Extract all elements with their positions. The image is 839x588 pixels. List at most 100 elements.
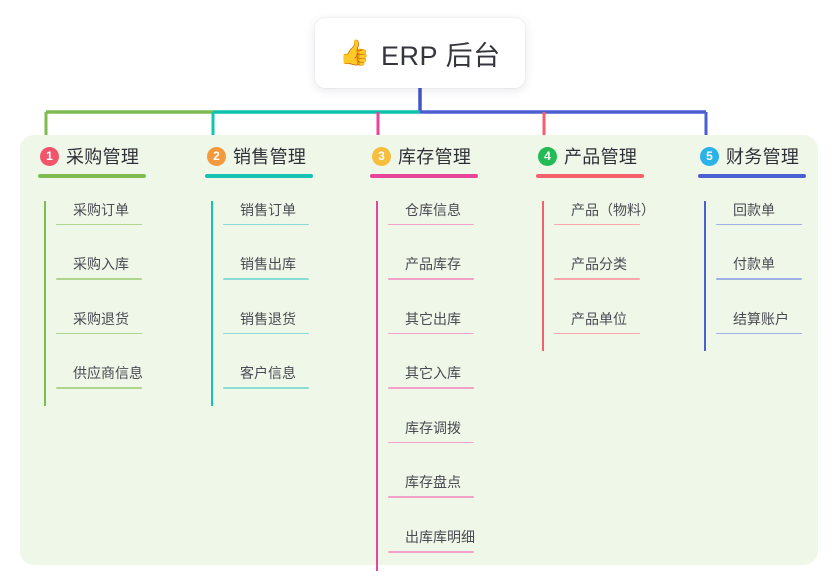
leaf-item-label: 出库库明细 (405, 529, 475, 546)
branch-badge-5: 5 (700, 146, 719, 166)
leaf-item[interactable]: 销售订单 (223, 201, 313, 226)
branch-column-4[interactable]: 4 产品管理产品（物料） 产品分类产品单位 (536, 143, 655, 351)
leaf-item-label: 其它出库 (405, 310, 461, 327)
leaf-item-label: 产品（物料） (571, 201, 655, 218)
branch-column-1[interactable]: 1 采购管理采购订单采购入库采购退货供应商信息 (38, 143, 146, 406)
leaf-item[interactable]: 产品库存 (388, 255, 478, 280)
branch-badge-3: 3 (372, 146, 391, 166)
leaf-item-rule (388, 387, 474, 389)
branch-badge-4: 4 (538, 146, 557, 166)
branch-header-rule-2 (205, 174, 313, 178)
leaf-item[interactable]: 仓库信息 (388, 201, 478, 226)
branches-panel (20, 135, 818, 565)
branch-header-5[interactable]: 5 财务管理 (698, 143, 806, 169)
leaf-item-label: 销售订单 (240, 201, 296, 218)
leaf-item-rule (554, 332, 640, 335)
branch-header-4[interactable]: 4 产品管理 (536, 143, 655, 169)
branch-badge-2: 2 (207, 146, 226, 166)
thumbs-up-icon: 👍 (339, 38, 372, 67)
branch-header-rule-1 (38, 174, 146, 178)
leaf-item-label: 库存盘点 (405, 474, 461, 491)
branch-title-4: 产品管理 (564, 147, 638, 167)
leaf-item-label: 采购退货 (73, 310, 129, 327)
branch-spine-3 (376, 200, 378, 571)
leaf-item-rule (223, 387, 309, 389)
branch-spine-4 (542, 200, 544, 351)
branch-items-5: 回款单付款单结算账户 (698, 200, 806, 351)
leaf-item-rule (223, 332, 309, 335)
leaf-item-rule (56, 387, 142, 389)
branch-spine-1 (44, 200, 46, 406)
leaf-item-rule (388, 332, 474, 335)
branch-title-5: 财务管理 (726, 147, 800, 167)
leaf-item[interactable]: 销售出库 (223, 255, 313, 280)
branch-header-2[interactable]: 2 销售管理 (205, 143, 313, 169)
leaf-item-rule (716, 332, 802, 335)
leaf-item-rule (554, 223, 640, 226)
root-node-text: ERP 后台 (381, 40, 501, 71)
leaf-item[interactable]: 销售退货 (223, 310, 313, 335)
leaf-item[interactable]: 库存盘点 (388, 473, 478, 499)
leaf-item[interactable]: 出库库明细 (388, 528, 478, 553)
leaf-item-rule (388, 278, 474, 280)
leaf-item[interactable]: 采购订单 (56, 201, 146, 226)
leaf-item-label: 其它入库 (405, 365, 461, 382)
leaf-item-label: 采购入库 (73, 256, 129, 273)
branch-header-rule-4 (536, 174, 644, 178)
branch-items-4: 产品（物料） 产品分类产品单位 (536, 200, 655, 351)
branch-header-1[interactable]: 1 采购管理 (38, 143, 146, 169)
leaf-item-label: 供应商信息 (73, 365, 143, 382)
branch-items-1: 采购订单采购入库采购退货供应商信息 (38, 200, 146, 406)
branch-header-rule-3 (370, 174, 478, 178)
leaf-item-rule (223, 278, 309, 280)
leaf-item[interactable]: 产品分类 (554, 255, 655, 280)
leaf-item-rule (56, 332, 142, 335)
leaf-item[interactable]: 结算账户 (716, 310, 806, 335)
leaf-item-rule (716, 278, 802, 280)
branch-column-5[interactable]: 5 财务管理回款单付款单结算账户 (698, 143, 806, 351)
leaf-item[interactable]: 供应商信息 (56, 364, 146, 389)
leaf-item-rule (388, 496, 474, 499)
leaf-item-rule (56, 278, 142, 280)
branch-column-3[interactable]: 3 库存管理仓库信息产品库存其它出库其它入库库存调拨库存盘点出库库明细 (370, 143, 478, 571)
leaf-item-label: 付款单 (733, 256, 775, 273)
leaf-item[interactable]: 客户信息 (223, 364, 313, 389)
leaf-item-label: 销售出库 (240, 256, 296, 273)
branch-badge-1: 1 (40, 146, 59, 166)
leaf-item-label: 采购订单 (73, 201, 129, 218)
leaf-item[interactable]: 其它入库 (388, 364, 478, 389)
leaf-item-rule (388, 223, 474, 226)
leaf-item-label: 仓库信息 (405, 201, 461, 218)
branch-title-1: 采购管理 (66, 147, 140, 167)
leaf-item-rule (388, 551, 474, 553)
branch-title-2: 销售管理 (233, 147, 307, 167)
branch-header-rule-5 (698, 174, 806, 178)
root-node[interactable]: 👍 ERP 后台 (315, 18, 525, 88)
leaf-item-label: 库存调拨 (405, 419, 461, 436)
leaf-item-rule (56, 223, 142, 226)
leaf-item[interactable]: 采购退货 (56, 310, 146, 335)
branch-items-2: 销售订单销售出库销售退货客户信息 (205, 200, 313, 406)
leaf-item-rule (223, 223, 309, 226)
leaf-item[interactable]: 回款单 (716, 201, 806, 226)
branch-items-3: 仓库信息产品库存其它出库其它入库库存调拨库存盘点出库库明细 (370, 200, 478, 571)
leaf-item[interactable]: 产品单位 (554, 310, 655, 335)
branch-title-3: 库存管理 (398, 147, 472, 167)
branch-spine-5 (704, 200, 706, 351)
leaf-item-rule (554, 278, 640, 280)
leaf-item[interactable]: 产品（物料） (554, 201, 655, 226)
leaf-item-label: 产品单位 (571, 310, 627, 327)
leaf-item-rule (388, 441, 474, 444)
leaf-item-label: 产品分类 (571, 256, 627, 273)
leaf-item[interactable]: 其它出库 (388, 310, 478, 335)
leaf-item[interactable]: 付款单 (716, 255, 806, 280)
leaf-item-label: 结算账户 (733, 310, 789, 327)
branch-column-2[interactable]: 2 销售管理销售订单销售出库销售退货客户信息 (205, 143, 313, 406)
leaf-item-label: 客户信息 (240, 365, 296, 382)
leaf-item[interactable]: 采购入库 (56, 255, 146, 280)
leaf-item[interactable]: 库存调拨 (388, 419, 478, 444)
leaf-item-label: 销售退货 (240, 310, 296, 327)
leaf-item-label: 产品库存 (405, 256, 461, 273)
branch-header-3[interactable]: 3 库存管理 (370, 143, 478, 169)
